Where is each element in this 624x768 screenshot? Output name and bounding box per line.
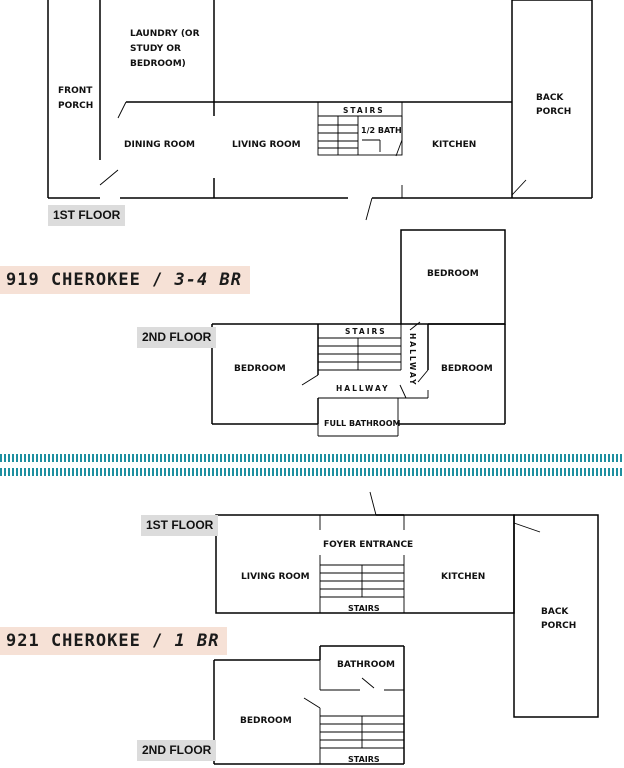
title-919: 919 CHEROKEE / 3-4 BR — [0, 266, 250, 294]
dining-room-label: DINING ROOM — [124, 140, 195, 150]
house-919-floor2: BEDROOM BEDROOM BEDROOM STAIRS HALLWAY H… — [211, 229, 506, 437]
bathroom-921-label: BATHROOM — [337, 660, 395, 670]
title-921-name: 921 CHEROKEE / — [6, 631, 175, 651]
stairs-921-label: STAIRS — [348, 604, 380, 613]
divider-band-bottom — [0, 468, 624, 476]
floor-tag-921-2: 2ND FLOOR — [137, 740, 217, 761]
back-porch-label-2: PORCH — [536, 107, 571, 117]
floor-tag-921-1: 1ST FLOOR — [141, 515, 219, 536]
bedroom-top-label: BEDROOM — [427, 269, 479, 279]
floor-tag-919-2: 2ND FLOOR — [137, 327, 217, 348]
living-room-label: LIVING ROOM — [232, 140, 301, 150]
hallway-label: HALLWAY — [336, 384, 390, 393]
kitchen-label: KITCHEN — [432, 140, 476, 150]
laundry-label-1: LAUNDRY (OR — [130, 29, 200, 39]
bedroom-left-label: BEDROOM — [234, 364, 286, 374]
bedroom-right-label: BEDROOM — [441, 364, 493, 374]
living-room-921-label: LIVING ROOM — [241, 572, 310, 582]
title-919-br: 3-4 BR — [174, 270, 242, 290]
title-919-name: 919 CHEROKEE / — [6, 270, 175, 290]
bedroom-921-label: BEDROOM — [240, 716, 292, 726]
back-porch-921-label-1: BACK — [541, 607, 569, 617]
title-921: 921 CHEROKEE / 1 BR — [0, 627, 228, 655]
stairs-2-label: STAIRS — [345, 327, 387, 336]
hallway-vertical-label: HALLWAY — [408, 333, 417, 387]
house-921-floor1: FOYER ENTRANCE LIVING ROOM KITCHEN STAIR… — [215, 491, 599, 718]
stairs-label: STAIRS — [343, 106, 385, 115]
back-porch-921-label-2: PORCH — [541, 621, 576, 631]
house-921-floor2: BATHROOM BEDROOM STAIRS — [213, 645, 405, 765]
half-bath-label: 1/2 BATH — [361, 126, 402, 135]
divider-band-top — [0, 454, 624, 462]
kitchen-921-label: KITCHEN — [441, 572, 485, 582]
front-porch-label-2: PORCH — [58, 101, 93, 111]
stairs-921-2-label: STAIRS — [348, 755, 380, 764]
floor-tag-919-1: 1ST FLOOR — [48, 205, 126, 226]
laundry-label-3: BEDROOM) — [130, 59, 186, 69]
foyer-entrance-label: FOYER ENTRANCE — [323, 540, 413, 550]
laundry-label-2: STUDY OR — [130, 44, 181, 54]
back-porch-label-1: BACK — [536, 93, 564, 103]
title-921-br: 1 BR — [174, 631, 220, 651]
front-porch-label-1: FRONT — [58, 86, 93, 96]
full-bathroom-label: FULL BATHROOM — [324, 419, 401, 428]
house-919-floor1: LAUNDRY (OR STUDY OR BEDROOM) FRONT PORC… — [47, 0, 593, 221]
